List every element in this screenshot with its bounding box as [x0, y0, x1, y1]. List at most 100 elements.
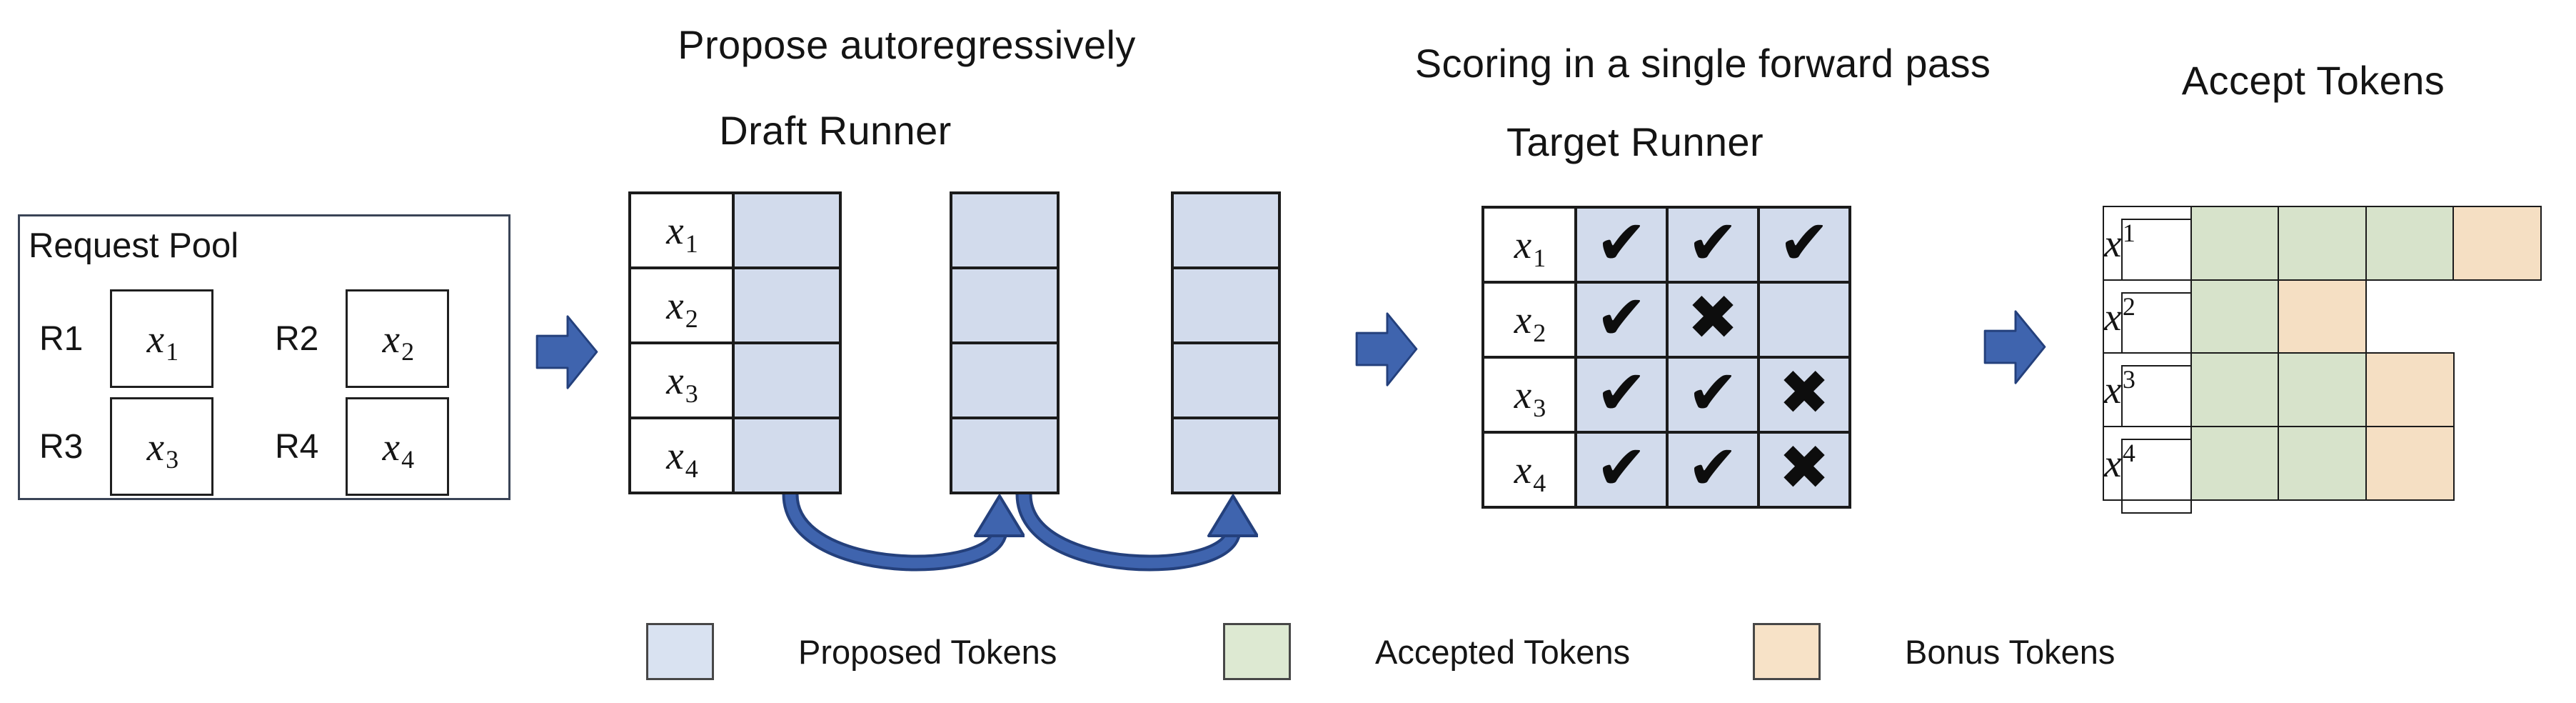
legend-label: Bonus Tokens [1905, 632, 2115, 671]
legend-item-proposed: Proposed Tokens [646, 623, 1057, 680]
request-id-label: R4 [275, 427, 319, 466]
proposed-token-cell [733, 193, 840, 268]
token-subscript: 1 [166, 337, 179, 366]
score-cell-check: ✔ [1576, 357, 1667, 432]
score-cell-check: ✔ [1667, 357, 1759, 432]
token-subscript: 2 [401, 337, 415, 366]
accepted-swatch-icon [1223, 623, 1291, 680]
score-cell-check: ✔ [1667, 432, 1759, 507]
token-subscript: 2 [685, 304, 698, 333]
score-cell-cross: ✖ [1759, 357, 1850, 432]
token-symbol: x [1514, 448, 1532, 492]
accept-cell [2365, 206, 2455, 281]
score-cell-check: ✔ [1759, 207, 1850, 282]
right-arrow-icon [1983, 310, 2046, 384]
right-arrow-icon [1355, 312, 1418, 387]
token-subscript: 3 [685, 379, 698, 408]
accept-cell [2190, 206, 2280, 281]
token-symbol: x [1514, 223, 1532, 266]
token-symbol: x [382, 424, 401, 469]
proposed-token-cell [1172, 268, 1279, 343]
accept-cell [2190, 352, 2280, 427]
token-subscript: 4 [401, 445, 415, 474]
legend-label: Proposed Tokens [798, 632, 1057, 671]
proposed-token-cell [733, 418, 840, 493]
token-symbol: x [666, 284, 684, 327]
score-cell-check: ✔ [1667, 207, 1759, 282]
autoregressive-loop-arrow-icon [1015, 494, 1258, 572]
proposed-token-cell [1172, 418, 1279, 493]
token-subscript: 3 [166, 445, 179, 474]
draft-column-step2 [950, 191, 1060, 494]
bonus-cell [2365, 425, 2455, 501]
token-symbol: x [666, 209, 684, 252]
token-subscript: 3 [1533, 393, 1546, 422]
proposed-token-cell [1172, 193, 1279, 268]
token-symbol: x [146, 424, 165, 469]
title-target-runner: Target Runner [1506, 119, 1764, 164]
accept-cell [2278, 352, 2367, 427]
bonus-swatch-icon [1753, 623, 1821, 680]
bonus-cell [2452, 206, 2542, 281]
accept-cell [2278, 206, 2367, 281]
proposed-token-cell [951, 193, 1058, 268]
request-id-label: R1 [39, 319, 84, 358]
token-symbol: x [1514, 373, 1532, 417]
request-id-label: R2 [275, 319, 319, 358]
score-cell-check: ✔ [1576, 207, 1667, 282]
accept-cell [2278, 425, 2367, 501]
proposed-token-cell [733, 268, 840, 343]
score-cell-check: ✔ [1576, 282, 1667, 357]
accept-cell [2190, 425, 2280, 501]
token-symbol: x [666, 359, 684, 402]
legend-label: Accepted Tokens [1375, 632, 1631, 671]
token-subscript: 4 [685, 454, 698, 483]
token-symbol: x [2104, 368, 2122, 412]
proposed-token-cell [733, 343, 840, 418]
title-propose-autoregressively: Propose autoregressively [678, 22, 1136, 67]
proposed-swatch-icon [646, 623, 714, 680]
proposed-token-cell [951, 343, 1058, 418]
token-symbol: x [2104, 294, 2122, 339]
right-arrow-icon [535, 315, 598, 389]
token-subscript: 4 [1533, 468, 1546, 497]
accept-cell [2190, 279, 2280, 354]
title-accept-tokens: Accept Tokens [2181, 58, 2445, 103]
token-symbol: x [1514, 298, 1532, 341]
title-draft-runner: Draft Runner [719, 108, 952, 153]
token-subscript: 4 [2120, 438, 2192, 514]
legend-item-bonus: Bonus Tokens [1753, 623, 2115, 680]
bonus-cell [2365, 352, 2455, 427]
token-symbol: x [382, 316, 401, 361]
token-subscript: 2 [1533, 318, 1546, 347]
token-subscript: 1 [685, 229, 698, 258]
request-pool-title: Request Pool [29, 226, 239, 265]
score-cell-cross: ✖ [1759, 432, 1850, 507]
score-cell-empty [1759, 282, 1850, 357]
token-symbol: x [2104, 221, 2122, 265]
token-symbol: x [146, 316, 165, 361]
token-subscript: 1 [1533, 243, 1546, 272]
